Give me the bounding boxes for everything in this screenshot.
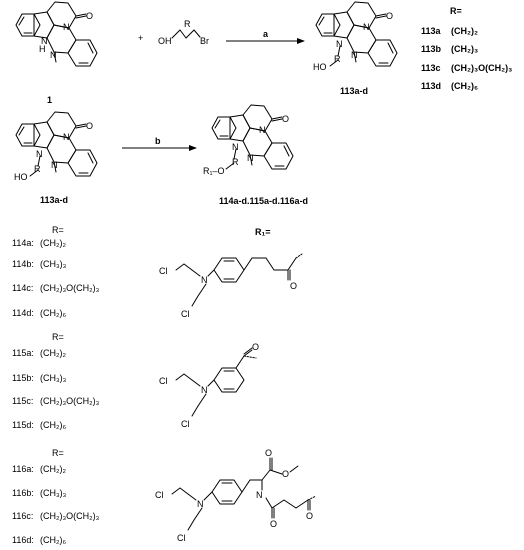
table-row-r: (CH₂)₃: [451, 44, 478, 54]
atom-label: N: [247, 153, 254, 163]
atom-label: N: [232, 142, 239, 152]
compound-114-116-structure: [211, 104, 294, 170]
table-row-r: (CH₂)₂: [40, 464, 66, 474]
atom-label: N: [50, 50, 57, 60]
table-row-id: 113c: [421, 63, 441, 73]
table-row-id: 115a:: [12, 348, 34, 358]
table-row-r: (CH₃)₃: [40, 373, 67, 383]
r1-structure-114: [175, 253, 303, 307]
r-header: R=: [52, 225, 64, 235]
atom-label: Cl: [159, 376, 168, 386]
atom-label: N: [41, 36, 48, 46]
table-row-r: (CH₃)₃: [40, 259, 67, 269]
atom-label: O: [265, 448, 272, 458]
atom-label: Cl: [177, 533, 186, 543]
table-row-id: 115d:: [12, 420, 34, 430]
atom-label: R₁–O: [203, 166, 225, 176]
table-row-id: 113b: [421, 44, 442, 54]
table-row-id: 115b:: [12, 373, 34, 383]
table-row-r: (CH₂)₂: [40, 238, 66, 248]
atom-label: O: [306, 511, 313, 521]
table-row-r: (CH₂)₂: [40, 348, 66, 358]
table-row-r: (CH₂)₆: [40, 308, 66, 318]
atom-label: Cl: [155, 490, 164, 500]
table-row-r: (CH₂)₆: [40, 535, 66, 545]
atom-label: N: [51, 160, 58, 170]
arrow-label: b: [155, 136, 161, 146]
table-row-id: 114d:: [12, 308, 34, 318]
atom-label: N: [63, 22, 70, 32]
table-row-id: 114c:: [12, 283, 33, 293]
compound-113-reactant-structure: [15, 111, 98, 177]
table-row-r: (CH₂)₆: [451, 81, 478, 91]
table-row-r: (CH₃)₃: [40, 488, 67, 498]
atom-label: R: [232, 157, 239, 167]
r1-structure-116: [171, 457, 317, 531]
atom-label: N: [336, 39, 343, 49]
r1-header: R₁=: [255, 227, 270, 237]
table-row-r: (CH₂)₃O(CH₂)₃: [40, 396, 100, 406]
table-row-r: (CH₂)₃O(CH₂)₃: [40, 283, 100, 293]
atom-label: N: [63, 132, 70, 142]
r-header: R=: [52, 332, 64, 342]
table-row-id: 113a: [421, 26, 442, 36]
table-row-r: (CH₂)₆: [40, 420, 66, 430]
atom-label: N: [201, 275, 208, 285]
atom-label: O: [86, 121, 93, 131]
r-header: R=: [450, 6, 462, 16]
atom-label: R: [334, 54, 341, 64]
atom-label: N: [36, 149, 43, 159]
atom-label: O: [282, 469, 289, 479]
atom-label: Cl: [181, 309, 190, 319]
atom-label: O: [270, 519, 277, 529]
atom-label: OH: [158, 36, 172, 46]
table-row-id: 114b:: [12, 259, 34, 269]
atom-label: O: [282, 114, 289, 124]
atom-label: H: [39, 44, 46, 54]
reagent-chain: [171, 29, 201, 39]
table-row-r: (CH₂)₃O(CH₂)₃: [451, 63, 512, 73]
atom-label: R: [34, 164, 41, 174]
compound-113-structure: [315, 1, 398, 67]
table-row-id: 116d:: [12, 535, 34, 545]
table-row-r: (CH₂)₃O(CH₂)₃: [40, 511, 100, 521]
atom-label: Br: [200, 36, 209, 46]
compound-label: 113a-d: [340, 86, 368, 96]
atom-label: R: [184, 19, 191, 29]
atom-label: O: [290, 281, 297, 291]
arrow-label: a: [263, 29, 269, 39]
atom-label: Cl: [159, 266, 168, 276]
table-row-id: 114a:: [12, 238, 34, 248]
compound-label: 1: [47, 95, 52, 105]
table-row-id: 113d: [421, 81, 441, 91]
r1-structure-115: [175, 347, 257, 417]
table-row-r: (CH₂)₂: [451, 26, 478, 36]
table-row-id: 116c:: [12, 511, 33, 521]
atom-label: N: [363, 22, 370, 32]
compound-label: 113a-d: [40, 195, 68, 205]
atom-label: Cl: [181, 419, 190, 429]
table-row-id: 116a:: [12, 464, 34, 474]
atom-label: O: [386, 11, 393, 21]
atom-label: N: [256, 490, 263, 500]
plus-sign: +: [138, 33, 143, 43]
atom-label: N: [197, 499, 204, 509]
table-row-id: 116b:: [12, 488, 34, 498]
atom-label: N: [201, 385, 208, 395]
atom-label: N: [259, 125, 266, 135]
table-row-id: 115c:: [12, 396, 33, 406]
atom-label: O: [86, 11, 93, 21]
r-header: R=: [52, 448, 64, 458]
compound-label: 114a-d.115a-d.116a-d: [219, 196, 308, 206]
atom-label: HO: [14, 172, 28, 182]
atom-label: HO: [313, 62, 327, 72]
compound-1-structure: [15, 1, 98, 67]
atom-label: N: [351, 50, 358, 60]
atom-label: O: [252, 342, 259, 352]
